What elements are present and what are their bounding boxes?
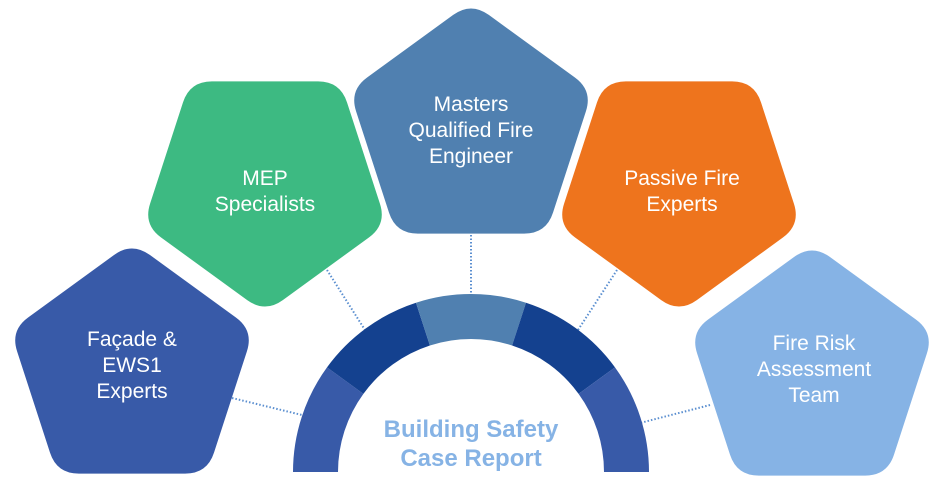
label-line: Assessment	[756, 358, 872, 381]
label-line: Façade &	[87, 328, 177, 351]
center-title-line2: Case Report	[400, 445, 542, 472]
label-line: Fire Risk	[772, 332, 856, 355]
node-label-passive: Passive Fire Experts	[572, 166, 792, 218]
label-line: Team	[788, 384, 840, 407]
pentagon-mep	[148, 81, 382, 307]
connector-line-passive	[577, 269, 618, 331]
label-line: Specialists	[214, 193, 316, 216]
pentagon-passive	[562, 81, 796, 307]
label-line: Qualified Fire	[408, 119, 534, 142]
pentagon-facade	[15, 248, 249, 474]
label-line: MEP	[242, 167, 288, 190]
arc-segment-3	[415, 294, 527, 346]
node-label-fire-risk: Fire Risk Assessment Team	[704, 331, 924, 409]
arc-segment-4	[512, 302, 616, 394]
node-label-mep: MEP Specialists	[155, 166, 375, 218]
label-line: EWS1	[102, 354, 162, 377]
label-line: Experts	[646, 193, 718, 216]
label-line: Passive Fire	[624, 167, 740, 190]
connector-line-fire-risk	[639, 404, 711, 424]
arc-segment-1	[293, 367, 364, 472]
center-title: Building Safety Case Report	[321, 415, 621, 473]
label-line: Engineer	[428, 145, 514, 168]
pentagon-masters	[354, 8, 588, 234]
connector-line-mep	[326, 269, 366, 331]
node-label-masters: Masters Qualified Fire Engineer	[361, 92, 581, 170]
center-title-line1: Building Safety	[383, 416, 559, 443]
arc-segment-2	[326, 302, 430, 394]
arc-segment-5	[578, 367, 649, 472]
pentagon-fire-risk	[695, 250, 929, 476]
label-line: Experts	[96, 380, 168, 403]
node-label-facade: Façade & EWS1 Experts	[22, 327, 242, 405]
label-line: Masters	[433, 93, 509, 116]
connector-line-facade	[231, 397, 303, 416]
